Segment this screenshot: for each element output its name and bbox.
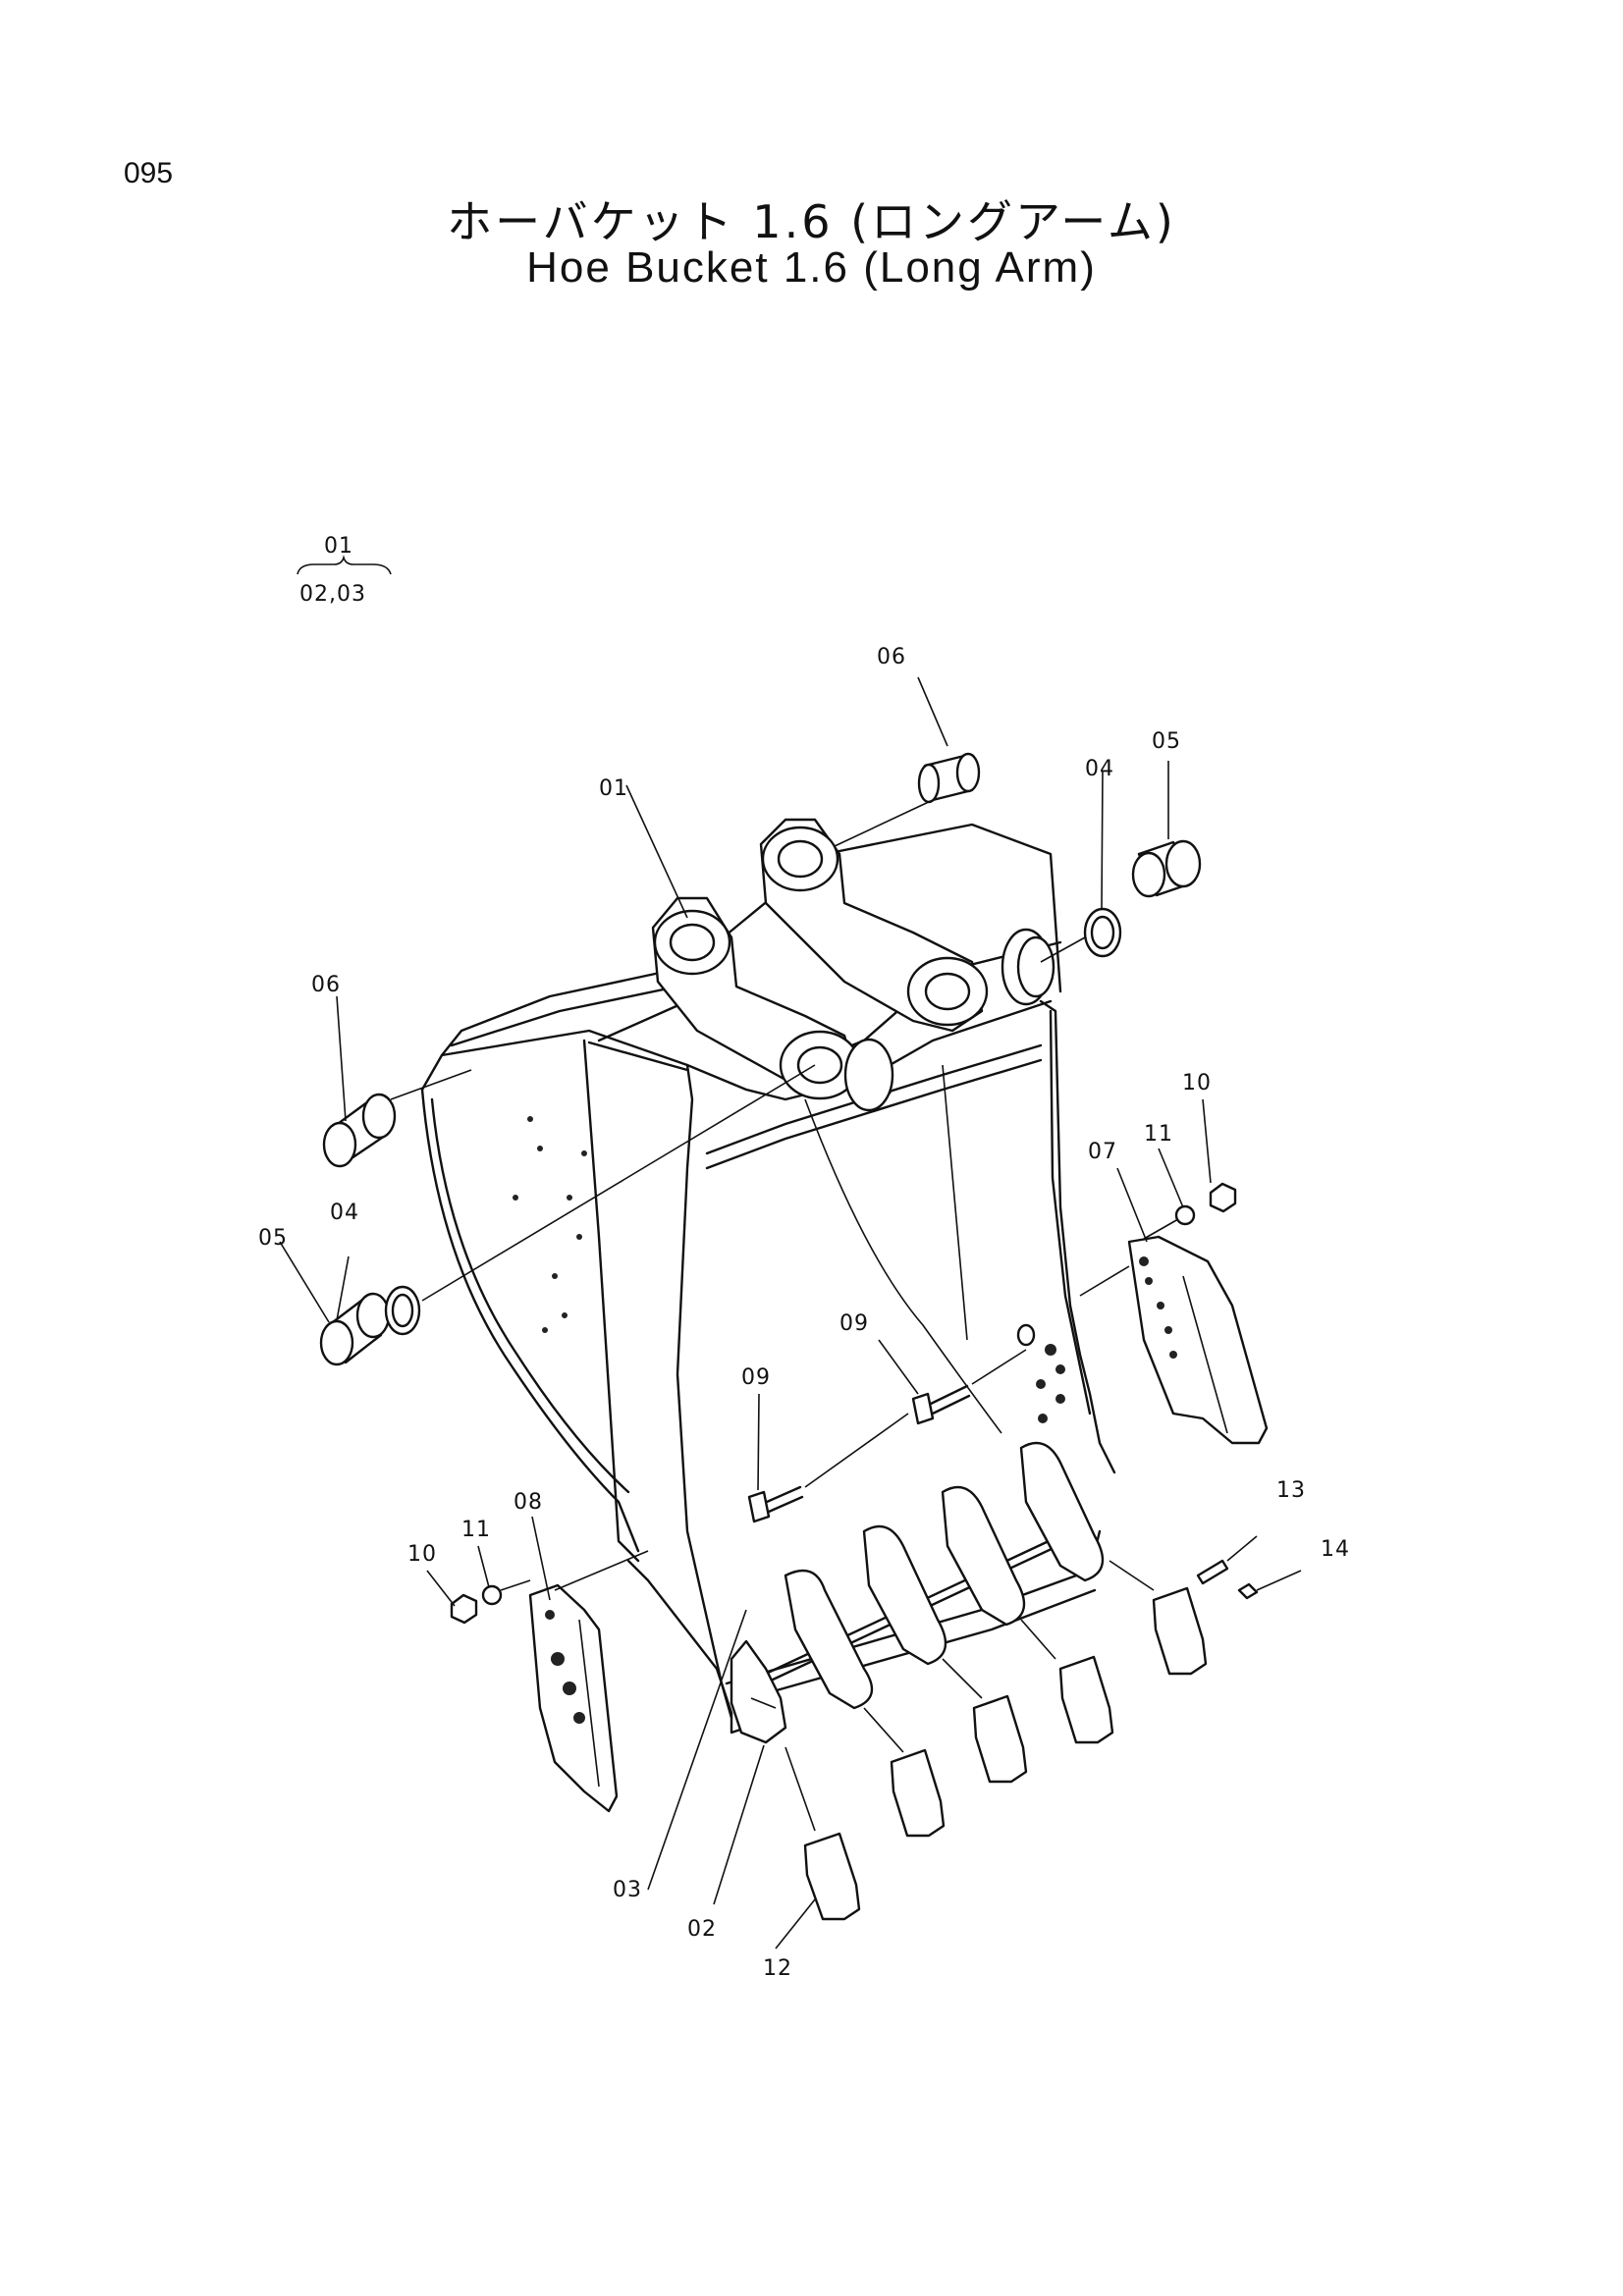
page-number: 095 [124,157,174,189]
part-12-teeth [784,1560,1208,1921]
part-10-11-nut-washer-right [1143,1182,1237,1240]
callout-09-upper: 09 [839,1311,869,1336]
assembly-group-label: 01 02,03 [297,534,392,607]
callout-11-right: 11 [1144,1122,1173,1147]
part-10-11-nut-washer-left [450,1579,531,1625]
callout-05-upper: 05 [1152,729,1181,754]
part-02-adapters [730,1441,1105,1744]
part-04-05-upper-bushings [1040,839,1202,963]
callout-03: 03 [613,1878,642,1902]
callout-10-right: 10 [1182,1071,1212,1095]
callout-11-left: 11 [461,1518,491,1542]
callout-labels: 06 04 05 01 06 10 11 07 04 05 09 09 08 1… [258,645,1350,1981]
callout-08: 08 [514,1490,543,1515]
part-06-lower-bushing [322,1069,472,1168]
callout-13: 13 [1276,1478,1306,1503]
callout-02: 02 [687,1917,717,1942]
callout-04-lower: 04 [330,1201,359,1225]
part-07-side-cutter-right [1079,1235,1269,1445]
part-09-bolts [747,1323,1065,1523]
callout-06-upper: 06 [877,645,906,669]
callout-04-upper: 04 [1085,757,1114,781]
bucket-brackets [651,818,1055,1112]
group-parent-label: 01 [324,534,353,559]
callout-12: 12 [763,1956,792,1981]
title-english: Hoe Bucket 1.6 (Long Arm) [526,243,1097,292]
part-04-05-lower-bushings [319,1064,816,1366]
callout-14: 14 [1321,1537,1350,1562]
callout-01: 01 [599,776,628,801]
part-08-side-cutter-left [528,1550,649,1813]
part-13-14-pin-lock [1196,1535,1302,1600]
callout-10-left: 10 [407,1542,437,1567]
leader-lines [279,676,1212,1949]
callout-06-lower: 06 [311,973,341,997]
callout-07: 07 [1088,1140,1117,1164]
title-japanese: ホーバケット 1.6 (ロングアーム) [447,195,1176,248]
callout-09-lower: 09 [741,1365,771,1390]
group-children-label: 02,03 [299,582,366,607]
callout-05-lower: 05 [258,1226,288,1251]
part-06-upper-bushing [834,752,981,847]
